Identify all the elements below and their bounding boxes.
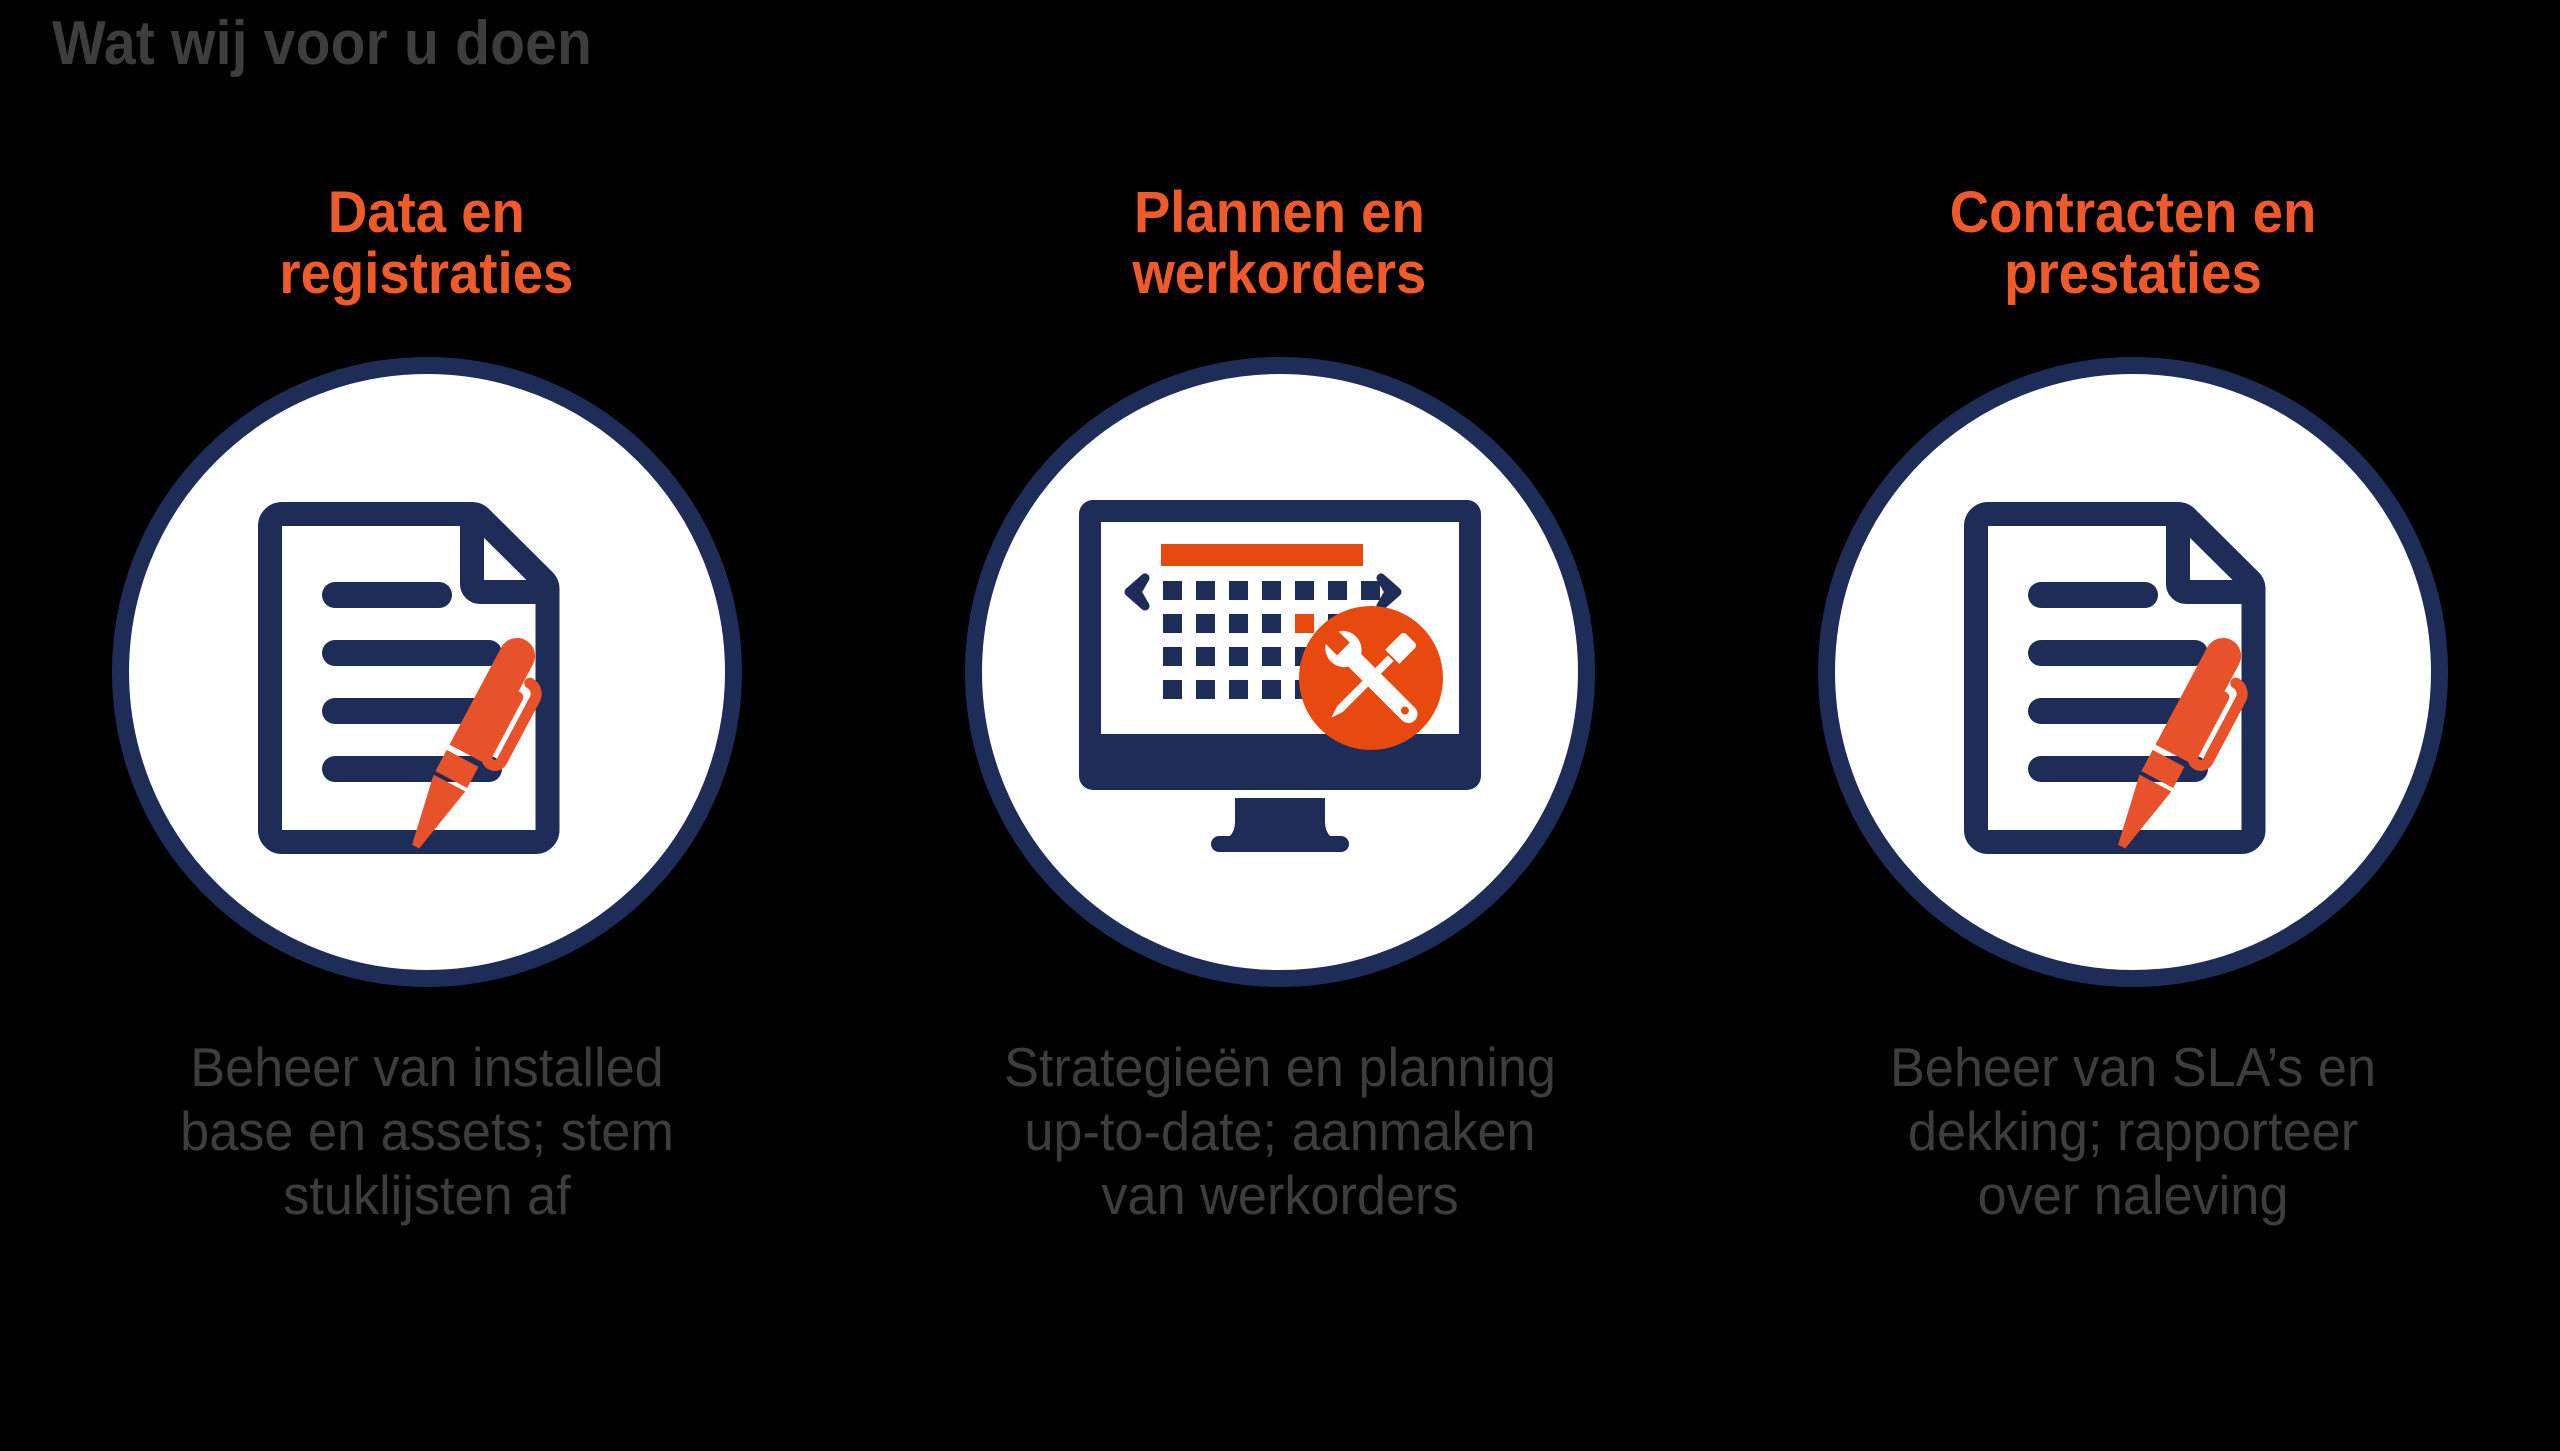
feature-column-3: Contracten en prestaties: [1706, 160, 2559, 1440]
monitor-stand: [1212, 798, 1347, 844]
column-caption-3: Beheer van SLA’s en dekking; rapporteer …: [1889, 1036, 2376, 1226]
feature-column-1: Data en registraties: [0, 160, 853, 1440]
icon-circle-2: [964, 357, 1595, 987]
monitor-calendar-tools-icon: [1078, 500, 1481, 852]
pen-icon: [411, 638, 542, 849]
document-line-1: [321, 582, 452, 608]
document-line-3: [2027, 698, 2208, 724]
column-caption-2: Strategieën en planning up-to-date; aanm…: [1003, 1036, 1556, 1226]
document-with-pen-icon: [257, 502, 559, 854]
feature-columns: Data en registraties: [0, 160, 2560, 1440]
document-line-2: [2027, 640, 2208, 666]
icon-circle-1: [111, 357, 742, 987]
chevron-left-icon: [1124, 573, 1149, 611]
icon-circle-wrap-1: [97, 342, 757, 1002]
tools-badge: [1298, 606, 1443, 750]
pen-icon: [2117, 638, 2248, 849]
column-heading-1: Data en registraties: [279, 180, 574, 307]
icon-circle-wrap-2: [950, 342, 1610, 1002]
column-heading-2: Plannen en werkorders: [1132, 180, 1427, 307]
document-line-1: [2027, 582, 2158, 608]
document-line-2: [321, 640, 502, 666]
wrench-icon: [1324, 630, 1417, 724]
column-caption-1: Beheer van installed base en assets; ste…: [179, 1036, 674, 1226]
page-title: Wat wij voor u doen: [52, 9, 593, 78]
document-with-pen-icon: [1963, 502, 2265, 854]
screwdriver-icon: [1330, 632, 1416, 718]
calendar-cell-highlighted: [1294, 614, 1314, 633]
column-heading-3: Contracten en prestaties: [1949, 180, 2316, 307]
document-line-3: [321, 698, 502, 724]
icon-circle-wrap-3: [1803, 342, 2463, 1002]
monitor-base: [1210, 836, 1349, 852]
icon-circle-3: [1817, 357, 2448, 987]
calendar-header-bar: [1160, 544, 1363, 566]
chevron-right-icon: [1376, 573, 1401, 611]
feature-column-2: Plannen en werkorders: [853, 160, 1706, 1440]
